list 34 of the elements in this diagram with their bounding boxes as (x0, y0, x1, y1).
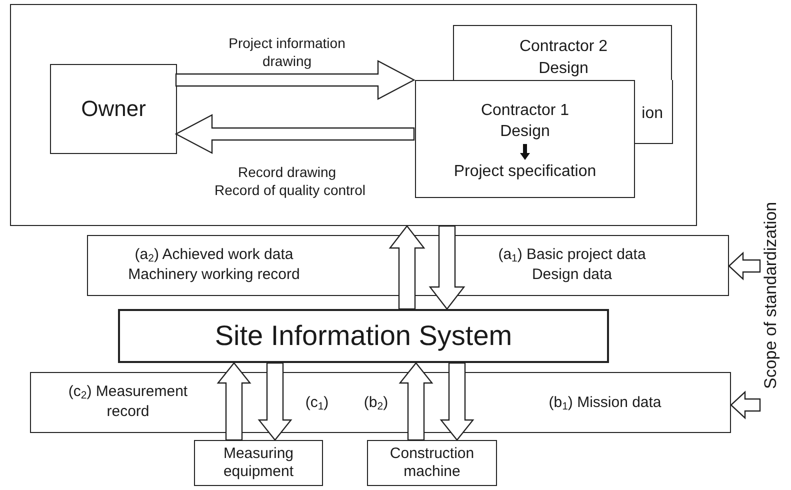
hollow-arrow (428, 225, 466, 310)
hollow-arrow (258, 362, 292, 441)
node-label: Measuring equipment (222, 445, 295, 481)
node-label: (c$_{1}$) (304, 393, 330, 412)
hollow-arrow (216, 362, 252, 441)
node-label: (a$_{1}$) Basic project data Design data (497, 245, 647, 284)
node-label: Construction machine (388, 445, 476, 481)
node-label: ion (642, 104, 663, 124)
data-band (87, 235, 729, 296)
node-label: Owner (81, 96, 146, 122)
hollow-arrow (440, 362, 474, 441)
hollow-arrow (728, 252, 761, 280)
group-frame (10, 4, 697, 226)
node-label: Site Information System (214, 319, 512, 353)
vertical-label: Scope of standardization (760, 160, 782, 430)
node-label: (c$_{2}$) Measurement record (67, 382, 189, 421)
hollow-arrow (730, 390, 761, 420)
node-label: Project specification (454, 162, 596, 181)
system-box (118, 309, 609, 363)
hollow-arrow (174, 114, 415, 154)
process-box (415, 80, 635, 198)
node-label: Contractor 1 (480, 101, 570, 120)
hollow-arrow (175, 60, 416, 100)
node-label: Design (500, 122, 550, 142)
node-label: Design (538, 59, 590, 79)
process-box (194, 440, 323, 486)
hollow-arrow (398, 362, 434, 441)
process-box (50, 64, 177, 154)
node-label: (b$_{1}$) Mission data (548, 393, 662, 412)
node-label: (a$_{2}$) Achieved work data Machinery working record (127, 245, 301, 284)
node-label: Contractor 2 (518, 37, 609, 57)
node-label: (b$_{2}$) (362, 393, 390, 412)
hollow-arrow (388, 225, 426, 310)
process-box (367, 440, 497, 486)
